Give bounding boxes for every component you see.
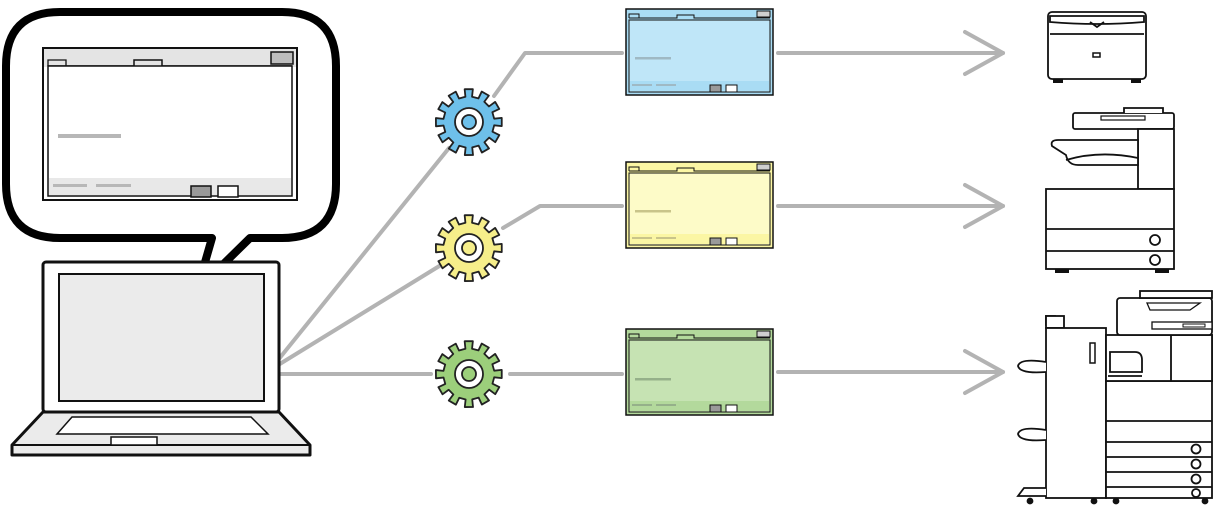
laptop-keyboard — [55, 416, 270, 435]
settings-gear-yellow-icon — [435, 214, 503, 282]
gears — [435, 88, 503, 408]
connector-laptop-to-yellow-gear — [268, 263, 443, 372]
mid-size-printer-icon — [1045, 107, 1175, 273]
arrow-to-large-printer — [776, 349, 1005, 395]
bubble-settings-window-icon — [42, 47, 298, 201]
large-production-printer-icon — [1016, 290, 1213, 505]
arrows — [776, 30, 1005, 395]
settings-window-blue — [625, 8, 774, 96]
arrow-to-mid-printer — [776, 183, 1005, 229]
connectors — [268, 51, 624, 376]
laptop — [10, 260, 312, 457]
small-printer-icon — [1047, 11, 1147, 83]
laptop-touchpad — [110, 436, 158, 446]
settings-window-yellow — [625, 161, 774, 249]
arrow-to-small-printer — [776, 30, 1005, 76]
connector-blue-gear-to-window — [492, 51, 624, 98]
connector-yellow-gear-to-window — [501, 204, 624, 230]
settings-gear-blue-icon — [435, 88, 503, 156]
settings-gear-green-icon — [435, 340, 503, 408]
connector-laptop-to-blue-gear — [268, 146, 451, 372]
settings-window-green — [625, 328, 774, 416]
laptop-screen — [58, 273, 265, 402]
speech-bubble — [2, 8, 340, 294]
